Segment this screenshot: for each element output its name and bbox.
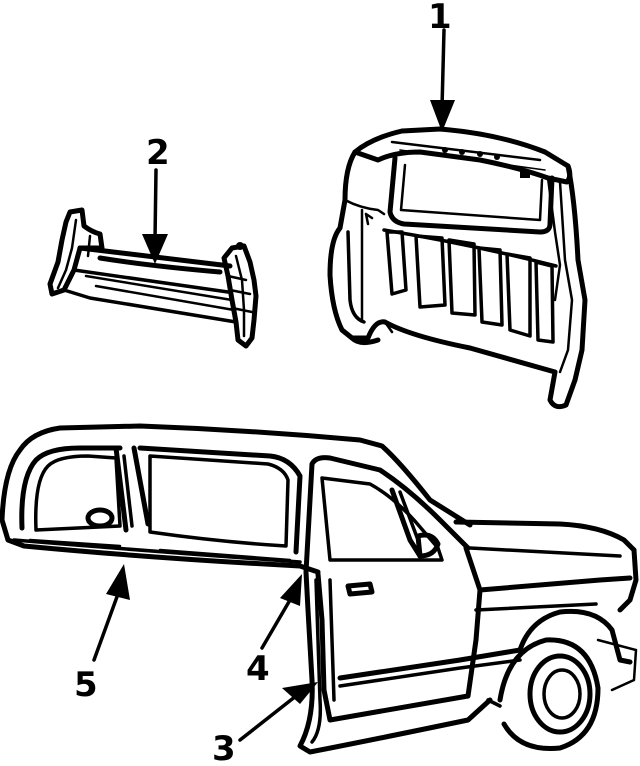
callout-4: 4 <box>246 574 302 689</box>
callout-label-5: 5 <box>74 665 98 705</box>
callout-label-4: 4 <box>246 649 270 689</box>
callout-label-2: 2 <box>146 133 170 173</box>
callout-label-1: 1 <box>428 0 452 37</box>
callout-label-3: 3 <box>212 729 236 766</box>
callout-2: 2 <box>142 133 170 264</box>
part-2-header-rail <box>47 207 259 349</box>
truck-body <box>0 423 639 755</box>
callout-1: 1 <box>428 0 455 132</box>
callout-5: 5 <box>74 564 130 705</box>
part-1-back-panel <box>327 126 588 410</box>
callout-3: 3 <box>212 682 318 766</box>
